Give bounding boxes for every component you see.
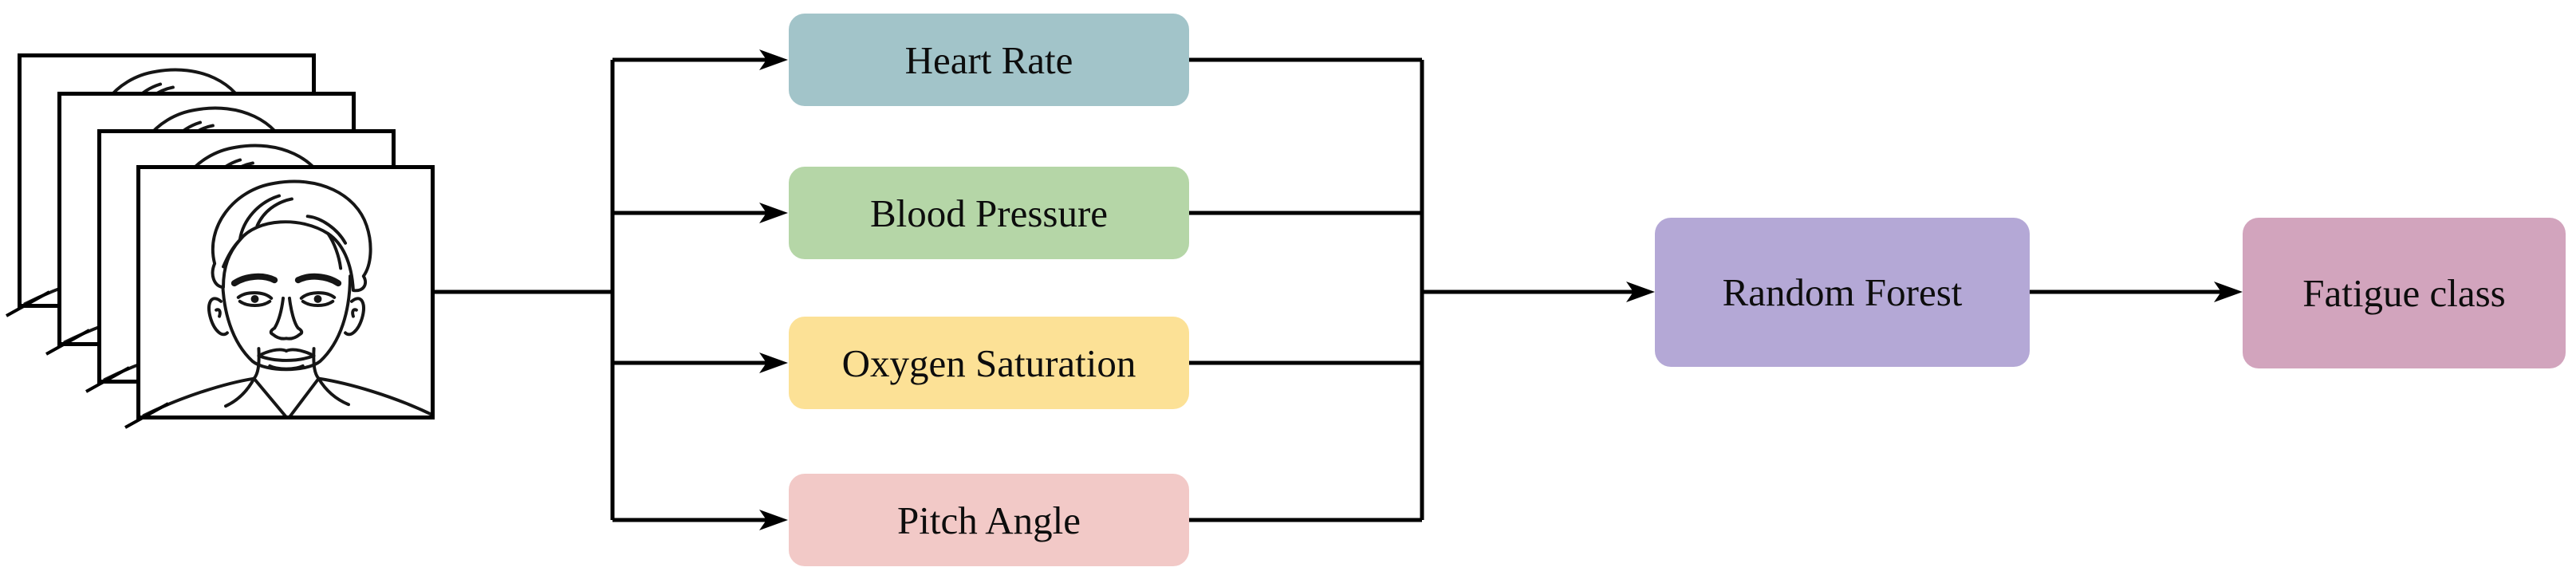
node-pitch-angle: Pitch Angle [789, 474, 1189, 566]
arrowhead-icons [759, 49, 2243, 530]
node-oxygen-saturation: Oxygen Saturation [789, 317, 1189, 409]
node-fatigue-class: Fatigue class [2243, 218, 2566, 368]
node-blood-pressure: Blood Pressure [789, 167, 1189, 259]
node-heart-rate: Heart Rate [789, 14, 1189, 106]
page-curl-marks [6, 290, 169, 429]
face-frame [136, 165, 435, 419]
node-random-forest: Random Forest [1655, 218, 2030, 367]
